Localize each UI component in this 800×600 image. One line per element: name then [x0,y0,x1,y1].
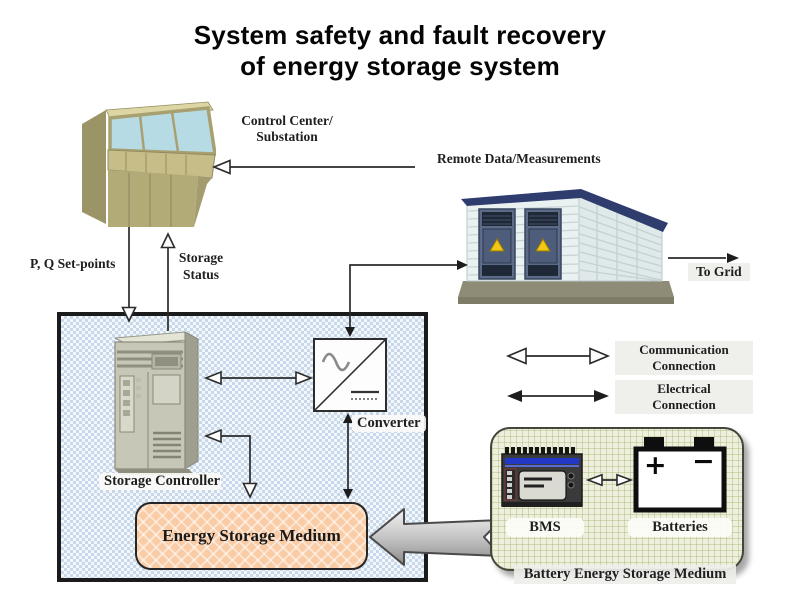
battery-plus-terminal: + [644,450,667,481]
title-line2: of energy storage system [240,51,560,81]
legend-electrical-label: Electrical Connection [615,380,753,414]
battery-storage-medium-label: Battery Energy Storage Medium [514,565,736,584]
bms-label: BMS [506,518,584,537]
converter-node [313,338,387,412]
battery-minus-terminal: − [692,446,715,477]
storage-controller-label: Storage Controller [99,473,221,490]
substation-building-icon [457,185,675,312]
battery-to-esm-block-arrow [369,508,502,566]
to-grid-label: To Grid [688,263,750,281]
converter-label: Converter [352,415,426,432]
pq-setpoints-label: P, Q Set-points [30,256,116,271]
remote-data-label: Remote Data/Measurements [437,151,601,166]
page-title: System safety and fault recovery of ener… [0,20,800,82]
title-line1: System safety and fault recovery [193,20,607,50]
control-center-building-icon [74,100,218,235]
energy-storage-medium-node: Energy Storage Medium [135,502,368,570]
storage-controller-icon [105,328,205,481]
control-center-label: Control Center/ Substation [241,113,333,144]
converter-symbol-icon [314,339,386,411]
legend-communication-label: Communication Connection [615,341,753,375]
bms-device-icon [500,447,584,516]
battery-icon [632,436,728,519]
substation-door-right [524,208,562,280]
substation-door-left [478,208,516,280]
storage-status-label: Storage Status [178,250,224,282]
energy-storage-medium-label: Energy Storage Medium [162,526,341,545]
batteries-label: Batteries [628,518,732,537]
